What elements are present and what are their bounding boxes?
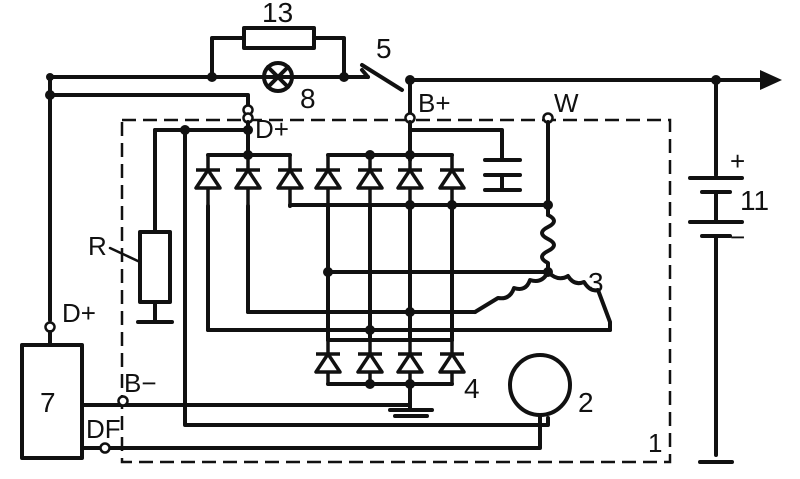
- label-lamp-8: 8: [300, 83, 316, 114]
- regulator-7: [20, 321, 129, 460]
- label-battery-11: 11: [740, 185, 769, 216]
- diode-group-bottom: [314, 338, 466, 389]
- rectifier-ground: [388, 382, 434, 418]
- label-resistor-13: 13: [262, 0, 293, 28]
- battery-11: [688, 75, 744, 464]
- diode-positive-2: [356, 155, 384, 206]
- label-battery-minus: −: [730, 222, 745, 252]
- label-rectifier-4: 4: [464, 373, 480, 404]
- dplus-wire: [45, 73, 254, 322]
- diode-positive-4: [438, 155, 466, 206]
- diode-negative-3: [396, 339, 424, 384]
- main-output-line: [48, 70, 782, 90]
- resistor-13: [210, 26, 346, 79]
- output-arrow-icon: [760, 70, 782, 90]
- label-rotor-2: 2: [578, 387, 594, 418]
- bplus-wire: [404, 78, 416, 162]
- label-battery-plus: +: [730, 146, 745, 176]
- diode-group-top: [194, 150, 466, 206]
- label-term-w: W: [554, 88, 579, 118]
- label-term-df: DF: [86, 414, 121, 444]
- switch-5: [360, 63, 415, 92]
- stator-windings: [473, 203, 612, 332]
- label-term-dplus-inner: D+: [255, 114, 289, 144]
- diode-exciter-1: [194, 155, 222, 206]
- label-switch-5: 5: [376, 33, 392, 64]
- lamp-8: [207, 61, 349, 93]
- rotor-2: [98, 353, 572, 450]
- label-resistor-r: R: [88, 231, 107, 261]
- diode-negative-2: [356, 339, 384, 384]
- label-term-bminus: B−: [124, 368, 157, 398]
- bridge-verticals: [206, 200, 612, 342]
- diode-exciter-2: [234, 155, 262, 206]
- w-terminal-wire: [542, 112, 554, 207]
- label-term-bplus: B+: [418, 88, 451, 118]
- label-alternator-1: 1: [648, 428, 662, 458]
- diode-negative-1: [314, 339, 342, 384]
- resistor-r: [108, 128, 174, 324]
- alternator-housing-outline: [120, 118, 672, 464]
- diode-exciter-3: [276, 155, 304, 206]
- label-term-dplus-reg: D+: [62, 298, 96, 328]
- label-stator-3: 3: [588, 267, 604, 298]
- diode-negative-4: [438, 339, 466, 384]
- capacitor: [408, 128, 522, 192]
- diode-positive-1: [314, 155, 342, 206]
- regulator-feed-wires: [180, 125, 550, 427]
- diode-positive-3: [396, 155, 424, 206]
- label-regulator-7: 7: [40, 387, 56, 418]
